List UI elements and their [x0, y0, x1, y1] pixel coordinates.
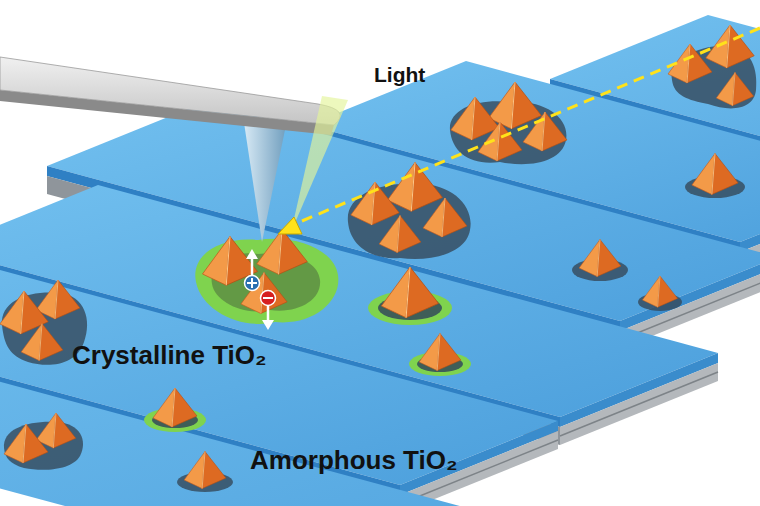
pyramid-crystal — [379, 216, 421, 253]
afm-probe — [0, 57, 340, 242]
arrow-down — [267, 306, 270, 322]
pyramid-crystal — [706, 25, 754, 68]
pyramid-crystal — [381, 267, 438, 318]
layer-line — [560, 372, 718, 436]
pyramid-crystal — [716, 73, 753, 106]
hole-symbol — [245, 276, 260, 291]
slab-end-layers — [560, 363, 718, 445]
pyramid-crystal — [423, 198, 467, 237]
pyramid-crystal — [257, 230, 308, 275]
pyramid-crystal — [489, 82, 542, 129]
light-beam — [291, 96, 348, 232]
pyramid-crystal — [21, 324, 63, 361]
arrow-head — [262, 320, 274, 330]
pyramid-crystal — [153, 388, 197, 427]
pyramid-crystal — [523, 112, 567, 151]
electron-symbol — [261, 291, 276, 306]
pyramid-crystal — [351, 182, 399, 225]
pyramid-crystal — [692, 154, 738, 195]
charge-carriers — [245, 249, 276, 330]
light — [278, 28, 760, 234]
pyramid-crystal — [184, 452, 226, 489]
pyramid-crystal — [4, 424, 48, 463]
pyramid-crystal — [241, 273, 287, 314]
pyramid-crystal — [642, 276, 677, 307]
label-text: Light — [374, 63, 425, 87]
slab-top — [0, 319, 678, 506]
minus-sign — [263, 297, 273, 299]
probe-tip — [243, 116, 287, 242]
layer-line — [620, 276, 760, 340]
crystal-shadow — [4, 422, 83, 470]
arrow-up — [251, 257, 254, 275]
cantilever-top — [0, 57, 340, 125]
label-text: Crystalline TiO₂ — [72, 341, 267, 371]
pyramid-crystal — [579, 240, 621, 277]
tio2-slab — [0, 319, 678, 506]
crystalline-pyramids — [0, 25, 754, 489]
arrow-head — [246, 249, 258, 259]
pyramid-crystal — [419, 334, 461, 371]
label-text: Amorphous TiO₂ — [250, 446, 458, 476]
plus-sign — [247, 278, 257, 288]
pyramid-crystal — [478, 122, 522, 161]
pyramid-crystal — [388, 163, 443, 212]
scan-arrowhead — [278, 217, 302, 234]
pyramid-crystal — [36, 413, 76, 448]
scan-path-dashed — [302, 28, 760, 221]
pyramid-crystal — [36, 280, 80, 319]
